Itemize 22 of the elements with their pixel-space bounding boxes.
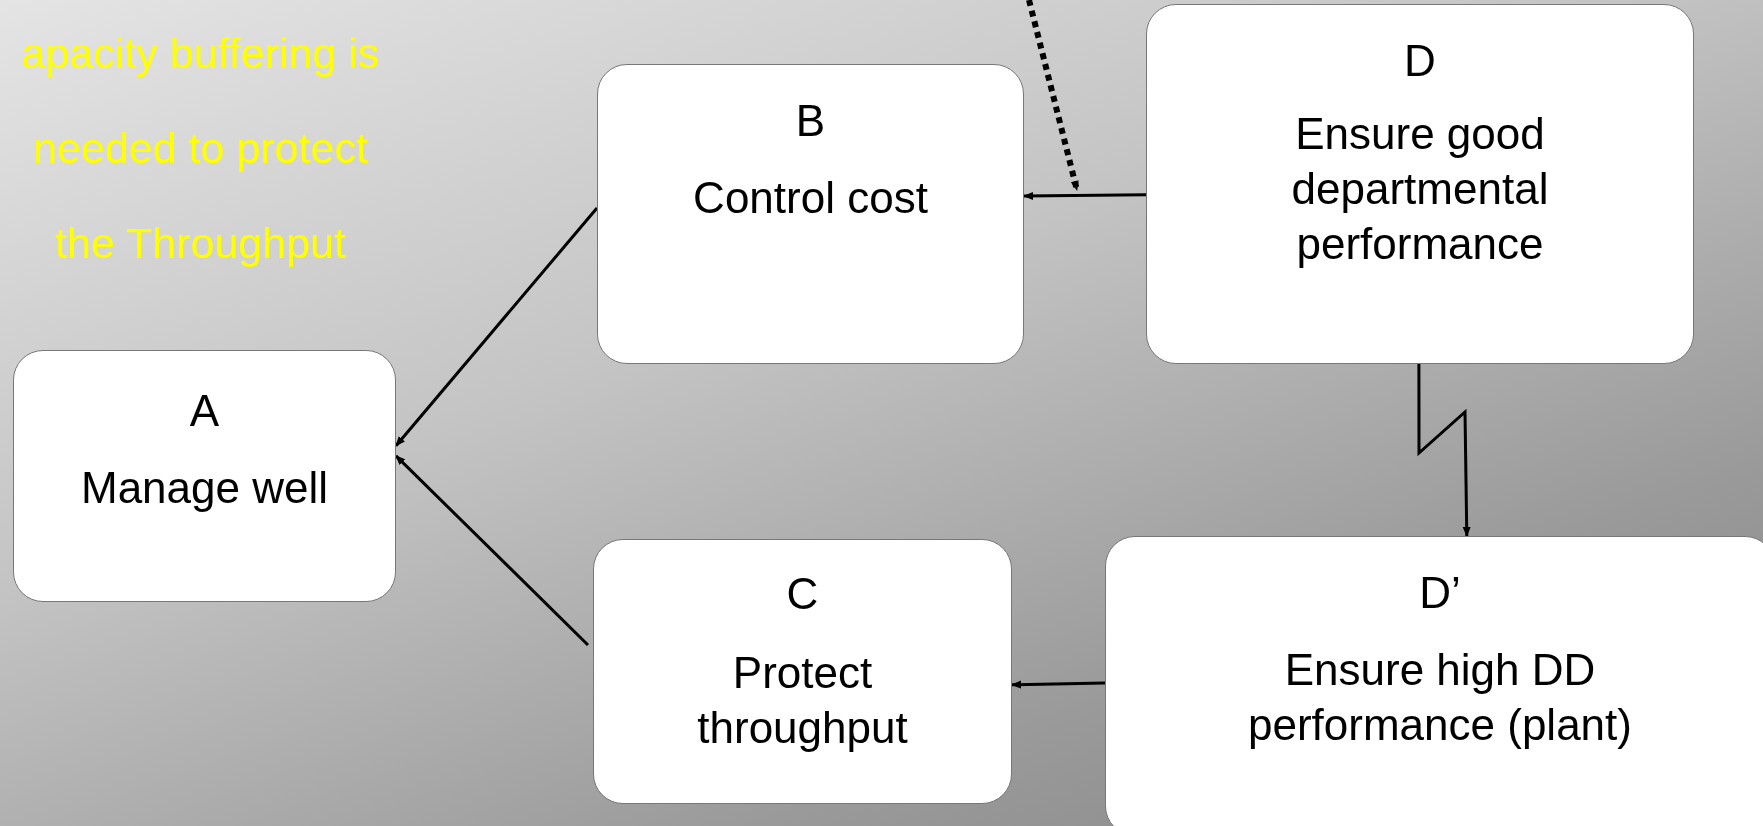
arrow — [1023, 191, 1146, 200]
box-label: Ensure high DD performance (plant) — [1247, 644, 1633, 751]
box-label: Manage well — [81, 462, 328, 514]
box-letter: D — [1404, 35, 1436, 87]
process-box — [1105, 536, 1763, 826]
dotted-arrow — [1026, 0, 1080, 191]
box-letter: B — [795, 95, 826, 147]
process-box — [1146, 4, 1694, 364]
box-label: Control cost — [693, 172, 928, 224]
arrow — [394, 207, 599, 447]
process-box — [593, 539, 1012, 804]
arrow — [1417, 364, 1471, 537]
box-label: Protect throughput — [696, 647, 909, 754]
process-box — [597, 64, 1024, 364]
box-letter: D’ — [1419, 567, 1461, 619]
arrow — [1011, 680, 1106, 689]
note-text: apacity buffering is needed to protect the Throughput — [20, 28, 381, 269]
process-box — [13, 350, 396, 602]
box-label: Ensure good departmental performance — [1290, 108, 1550, 270]
arrow — [394, 454, 590, 647]
box-letter: A — [189, 385, 220, 437]
box-letter: C — [786, 568, 819, 620]
